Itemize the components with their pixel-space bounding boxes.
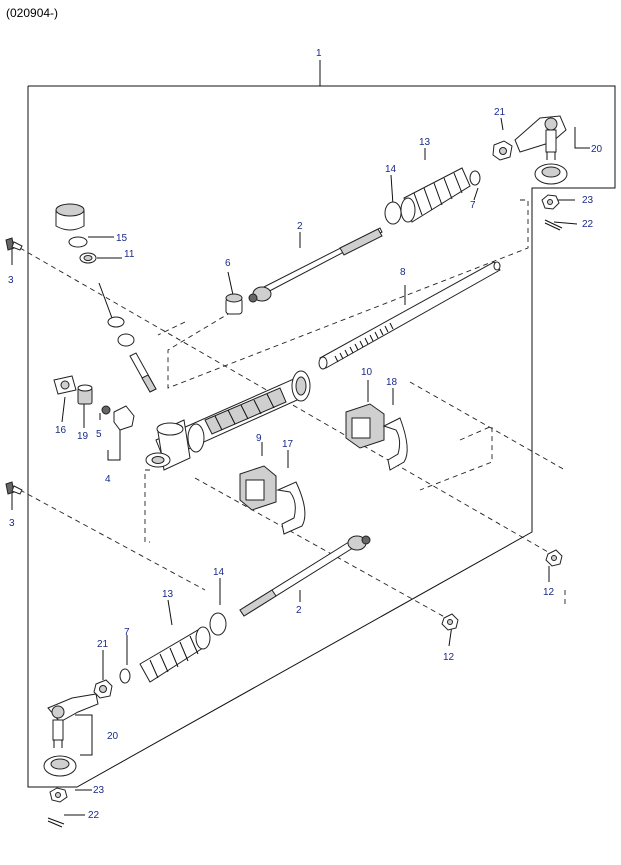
callout-19: 19 — [77, 431, 89, 442]
callout-3-lower: 3 — [9, 518, 15, 529]
callout-14-lower: 14 — [213, 567, 225, 578]
snap-ring — [107, 316, 125, 328]
boot-band-lower — [119, 668, 131, 684]
mount-bushing-upper — [345, 403, 385, 449]
callout-21-upper: 21 — [494, 107, 506, 118]
callout-7-lower: 7 — [124, 627, 130, 638]
callout-numbers: 1 2 2 3 3 4 5 6 7 7 8 9 10 11 12 12 13 1… — [8, 48, 603, 821]
callout-1: 1 — [316, 48, 322, 59]
callout-22-lower: 22 — [88, 810, 100, 821]
callout-20-lower: 20 — [107, 731, 119, 742]
mounting-bolt-lower — [5, 481, 23, 495]
lock-nut-upper — [492, 140, 513, 161]
callout-4: 4 — [105, 474, 111, 485]
callout-15: 15 — [116, 233, 128, 244]
callout-13-upper: 13 — [419, 137, 431, 148]
mount-bracket-upper — [382, 417, 408, 471]
assembly-outline — [27, 60, 616, 788]
pinion-shaft — [117, 333, 157, 393]
castle-nut-upper — [541, 194, 560, 210]
callout-17: 17 — [282, 439, 294, 450]
callout-21-lower: 21 — [97, 639, 109, 650]
callout-7-upper: 7 — [470, 200, 476, 211]
mount-bracket-lower — [276, 481, 306, 535]
callout-3-upper: 3 — [8, 275, 14, 286]
boot-clamp-lower — [209, 612, 227, 636]
callout-20-upper: 20 — [591, 144, 603, 155]
rack-bushing — [225, 293, 243, 315]
callout-6: 6 — [225, 258, 231, 269]
rack-guide — [113, 405, 135, 431]
callout-8: 8 — [400, 267, 406, 278]
pinion-cap — [55, 203, 88, 248]
tie-rod-end-lower — [43, 693, 99, 777]
dashed-guide-lines — [19, 199, 566, 621]
callout-23-lower: 23 — [93, 785, 105, 796]
mounting-bolt-upper — [5, 237, 23, 251]
boot-band-upper — [469, 170, 481, 186]
callout-22-upper: 22 — [582, 219, 594, 230]
diagram-code-label: (020904-) — [6, 6, 58, 20]
rack-bar — [318, 261, 501, 370]
mounting-nut-right — [545, 549, 563, 567]
inner-tie-rod-upper — [248, 227, 383, 303]
bellows-boot-upper — [400, 167, 471, 223]
leader-lines — [11, 117, 590, 816]
callout-9: 9 — [256, 433, 262, 444]
cotter-pin-lower — [47, 817, 65, 828]
lock-nut-lower — [93, 679, 113, 699]
cotter-pin-upper — [544, 219, 563, 231]
inner-tie-rod-lower — [239, 535, 371, 617]
tie-rod-end-upper — [514, 115, 568, 185]
pinion-seal — [79, 252, 97, 264]
boot-clamp-upper — [384, 201, 402, 225]
callout-16: 16 — [55, 425, 67, 436]
callout-12-mid: 12 — [443, 652, 455, 663]
callout-2-lower: 2 — [296, 605, 302, 616]
bellows-boot-lower — [139, 626, 211, 683]
yoke-plug — [77, 384, 93, 405]
callout-11: 11 — [124, 249, 135, 260]
steering-gear-housing — [145, 370, 311, 471]
callout-14-upper: 14 — [385, 164, 397, 175]
callout-2-upper: 2 — [297, 221, 303, 232]
mount-bushing-lower — [239, 465, 277, 511]
callout-5: 5 — [96, 429, 102, 440]
callout-23-upper: 23 — [582, 195, 594, 206]
castle-nut-lower — [49, 787, 68, 803]
yoke-plug-plate — [53, 375, 77, 395]
callout-10: 10 — [361, 367, 373, 378]
yoke-lock-nut — [101, 405, 111, 415]
mounting-nut-mid — [441, 613, 459, 631]
callout-18: 18 — [386, 377, 398, 388]
callout-12-right: 12 — [543, 587, 555, 598]
callout-13-lower: 13 — [162, 589, 174, 600]
